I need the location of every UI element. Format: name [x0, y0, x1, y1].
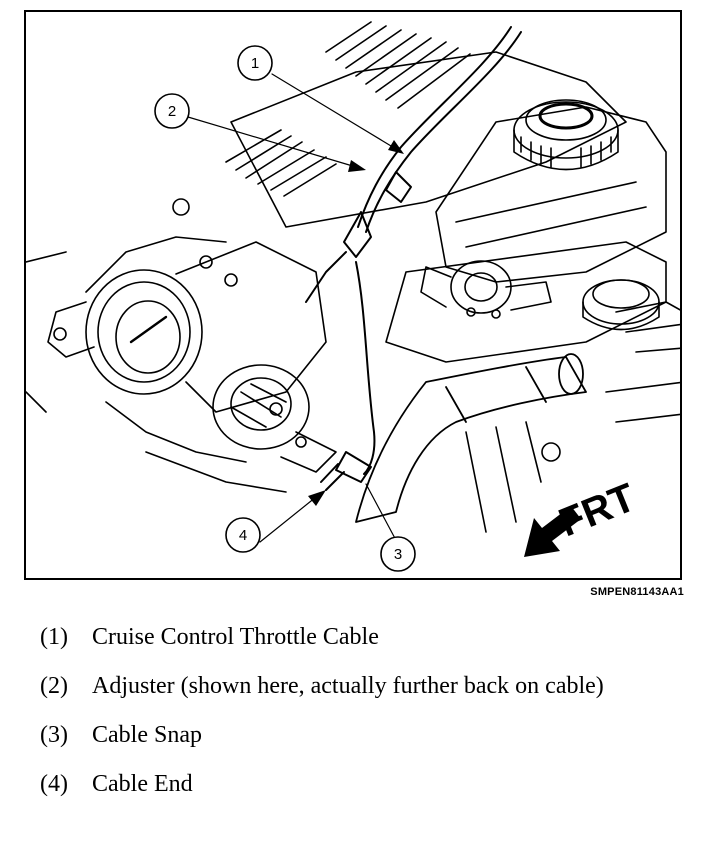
- legend-text: Cruise Control Throttle Cable: [92, 624, 379, 650]
- hose: [355, 353, 587, 523]
- callout-1: 1: [237, 45, 273, 81]
- sensor-housing: [420, 260, 552, 319]
- leader-arrowhead: [308, 490, 326, 506]
- front-arrow-icon: [524, 506, 581, 557]
- filler-cap: [582, 279, 660, 331]
- legend: (1) Cruise Control Throttle Cable (2) Ad…: [40, 622, 680, 818]
- throttle-body: [47, 236, 327, 463]
- reservoir-cap: [513, 99, 619, 171]
- legend-number: (3): [40, 722, 68, 748]
- engine-block-lines: [26, 198, 680, 533]
- legend-text: Cable End: [92, 771, 193, 797]
- engine-illustration: 1 2 3 4 FRT: [26, 21, 680, 572]
- legend-number: (2): [40, 673, 68, 699]
- svg-text:4: 4: [239, 527, 247, 544]
- svg-text:1: 1: [251, 55, 259, 72]
- legend-number: (4): [40, 771, 68, 797]
- leader-arrowhead: [388, 140, 404, 154]
- legend-text: Cable Snap: [92, 722, 202, 748]
- callout-3: 3: [380, 536, 416, 572]
- legend-item: (1) Cruise Control Throttle Cable: [40, 622, 680, 652]
- front-direction-indicator: FRT: [524, 475, 641, 557]
- engine-diagram: 1 2 3 4 FRT: [24, 10, 682, 580]
- legend-item: (2) Adjuster (shown here, actually furth…: [40, 671, 680, 701]
- cruise-cable: [305, 26, 522, 491]
- leader-arrowhead: [348, 160, 366, 172]
- manifold-ribs: [225, 21, 627, 228]
- figure-code: SMPEN81143AA1: [590, 586, 684, 598]
- throttle-sensor: [212, 364, 337, 473]
- legend-text: Adjuster (shown here, actually further b…: [92, 673, 604, 699]
- legend-item: (4) Cable End: [40, 769, 680, 799]
- svg-text:3: 3: [394, 546, 402, 563]
- legend-item: (3) Cable Snap: [40, 720, 680, 750]
- legend-number: (1): [40, 624, 68, 650]
- front-label: FRT: [553, 475, 642, 545]
- leader-lines: [187, 73, 402, 545]
- valve-cover: [385, 106, 680, 363]
- callout-2: 2: [154, 93, 190, 129]
- svg-text:2: 2: [168, 103, 176, 120]
- callout-4: 4: [225, 517, 261, 553]
